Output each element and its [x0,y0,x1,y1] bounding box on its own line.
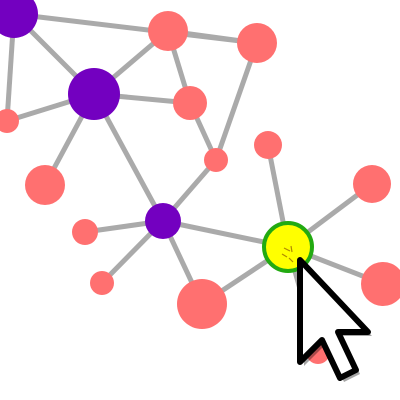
click-burst-mark [290,245,293,253]
node-leaf-bottom-large[interactable] [177,279,227,329]
cursor-arrow [297,257,371,381]
node-hub-lower[interactable] [145,203,181,239]
node-leaf-top-b[interactable] [237,23,277,63]
node-leaf-top-a[interactable] [148,11,188,51]
node-leaf-bottom-left[interactable] [90,271,114,295]
click-burst-mark [288,257,294,263]
node-leaf-left[interactable] [25,165,65,205]
arrow-cursor-icon [297,257,372,382]
click-burst-mark [281,253,288,258]
node-leaf-lower-left[interactable] [72,219,98,245]
node-leaf-right[interactable] [353,165,391,203]
node-hub-top-left[interactable] [0,0,38,38]
click-burst-mark [283,247,291,252]
node-hub-center[interactable] [68,68,120,120]
node-leaf-mid[interactable] [173,86,207,120]
node-leaf-right-edge[interactable] [361,262,400,306]
node-leaf-small-center[interactable] [204,148,228,172]
node-leaf-right-small[interactable] [254,131,282,159]
edge-leaf-top-b-leaf-small-center [213,42,260,161]
nodes-layer [0,0,400,364]
node-leaf-left-edge[interactable] [0,109,19,133]
